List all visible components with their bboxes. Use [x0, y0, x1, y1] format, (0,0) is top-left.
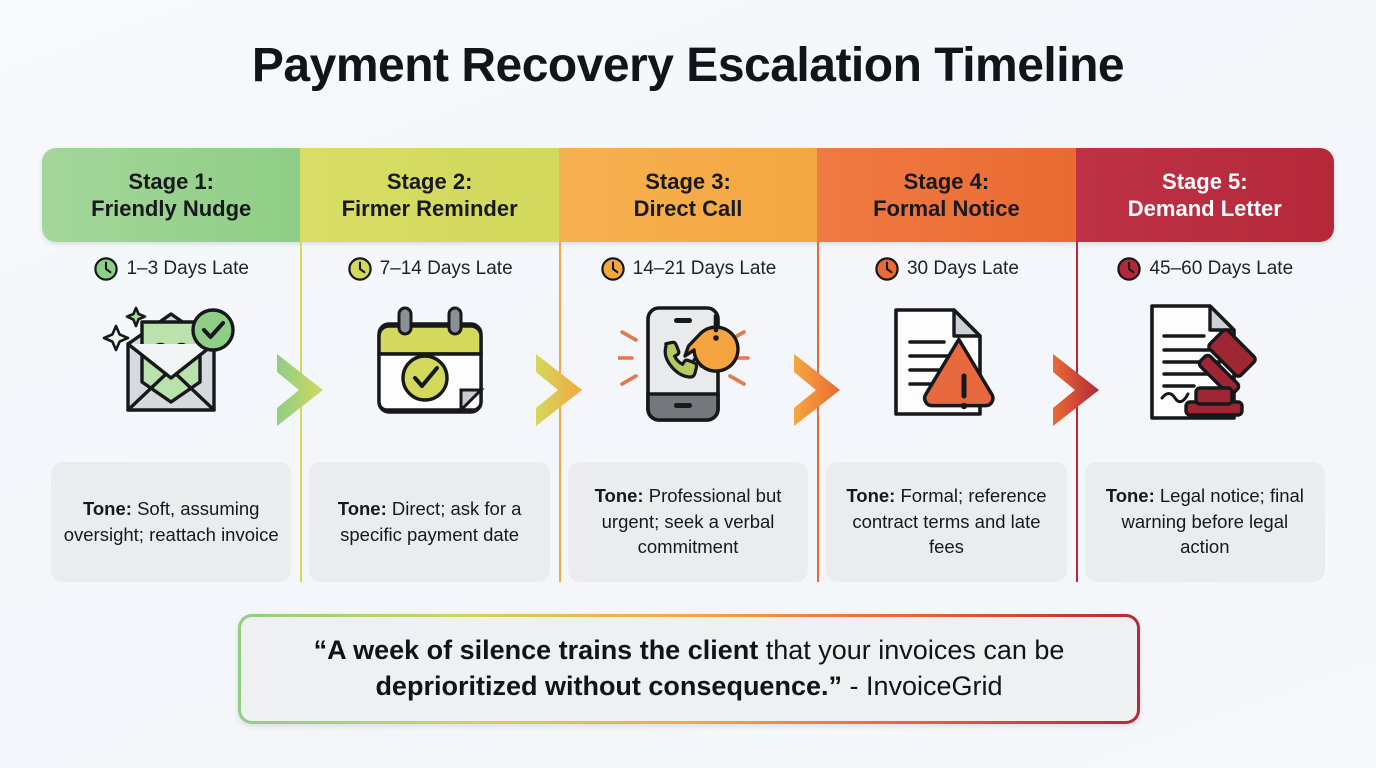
- tone-description: Legal notice; final warning before legal…: [1121, 485, 1304, 558]
- stage-header-2[interactable]: Stage 2:Firmer Reminder: [300, 148, 559, 242]
- stage-tone-box-4: Tone: Formal; reference contract terms a…: [826, 462, 1067, 582]
- page-title: Payment Recovery Escalation Timeline: [251, 39, 1125, 92]
- stage-timing-3: 14–21 Days Late: [600, 256, 777, 282]
- stage-header-line1: Stage 2:: [386, 168, 473, 194]
- arrow-stage4-to-stage5: [1047, 352, 1105, 428]
- stage-illustration-4: [871, 296, 1021, 428]
- tone-description: Formal; reference contract terms and lat…: [852, 485, 1047, 558]
- arrow-stage2-to-stage3: [530, 352, 588, 428]
- tone-label: Tone:: [594, 485, 644, 507]
- stage-header-line1: Stage 4:: [903, 168, 990, 194]
- smiling-letter-envelope-icon: [102, 306, 235, 412]
- stage-illustration-1: [96, 296, 246, 428]
- tone-description: Soft, assuming oversight; reattach invoi…: [63, 497, 279, 545]
- clock-icon: [600, 257, 625, 281]
- stage-tone-box-5: Tone: Legal notice; final warning before…: [1084, 462, 1326, 582]
- stage-divider-3: [558, 242, 561, 582]
- stage-header-line2: Demand Letter: [1127, 196, 1282, 221]
- stage-timing-label: 1–3 Days Late: [126, 258, 249, 279]
- stage-timing-label: 7–14 Days Late: [379, 258, 513, 279]
- stage-timing-label: 45–60 Days Late: [1149, 258, 1294, 279]
- stage-tone-box-1: Tone: Soft, assuming oversight; reattach…: [51, 462, 292, 582]
- stage-timing-label: 14–21 Days Late: [632, 258, 777, 279]
- quote-text: “A week of silence trains the client tha…: [241, 617, 1137, 721]
- stage-header-line1: Stage 1:: [128, 168, 214, 194]
- tone-description: Professional but urgent; seek a verbal c…: [601, 485, 782, 558]
- tone-label: Tone:: [82, 497, 132, 519]
- quote-callout: “A week of silence trains the client tha…: [238, 614, 1140, 724]
- stage-illustration-2: [355, 296, 505, 428]
- clock-icon: [875, 257, 899, 281]
- stage-timing-2: 7–14 Days Late: [347, 256, 513, 282]
- stage-illustration-5: [1130, 296, 1280, 428]
- tone-label: Tone:: [846, 485, 896, 507]
- stage-timing-label: 30 Days Late: [906, 258, 1019, 279]
- stage-header-3[interactable]: Stage 3:Direct Call: [558, 148, 818, 242]
- stage-timing-5: 45–60 Days Late: [1116, 256, 1293, 282]
- stage-header-line2: Firmer Reminder: [341, 196, 518, 221]
- calendar-check-icon: [376, 306, 485, 414]
- stage-tone-box-3: Tone: Professional but urgent; seek a ve…: [567, 462, 809, 582]
- stage-header-line2: Formal Notice: [873, 196, 1020, 221]
- stage-illustration-3: [613, 296, 763, 428]
- quote-bold-1: “A week of silence trains the client: [313, 635, 759, 666]
- stage-header-1[interactable]: Stage 1:Friendly Nudge: [42, 148, 301, 242]
- stage-header-line1: Stage 5:: [1162, 168, 1248, 194]
- ringing-phone-alert-icon: [618, 306, 750, 422]
- arrow-stage1-to-stage2: [271, 352, 329, 428]
- stage-header-line2: Direct Call: [633, 196, 743, 221]
- tone-description: Direct; ask for a specific payment date: [340, 497, 522, 545]
- document-warning-icon: [894, 308, 996, 416]
- clock-icon: [1117, 257, 1142, 281]
- stage-header-line2: Friendly Nudge: [91, 196, 252, 221]
- legal-document-gavel-icon: [1150, 304, 1257, 420]
- tone-label: Tone:: [337, 497, 387, 519]
- stage-timing-1: 1–3 Days Late: [93, 256, 249, 282]
- tone-label: Tone:: [1105, 485, 1155, 507]
- stage-divider-5: [1075, 242, 1078, 582]
- stage-timing-4: 30 Days Late: [874, 256, 1019, 282]
- stage-tone-box-2: Tone: Direct; ask for a specific payment…: [309, 462, 550, 582]
- clock-icon: [347, 257, 372, 281]
- stage-divider-4: [817, 242, 820, 582]
- stage-divider-2: [300, 242, 303, 582]
- stage-header-4[interactable]: Stage 4:Formal Notice: [817, 148, 1076, 242]
- quote-bold-2: deprioritized without consequence.”: [375, 671, 842, 701]
- stage-header-line1: Stage 3:: [645, 168, 731, 194]
- quote-attribution: - InvoiceGrid: [841, 671, 1003, 701]
- stage-header-5[interactable]: Stage 5:Demand Letter: [1075, 148, 1334, 242]
- clock-icon: [94, 257, 119, 281]
- arrow-stage3-to-stage4: [788, 352, 846, 428]
- quote-normal-1: that your invoices can be: [758, 635, 1065, 666]
